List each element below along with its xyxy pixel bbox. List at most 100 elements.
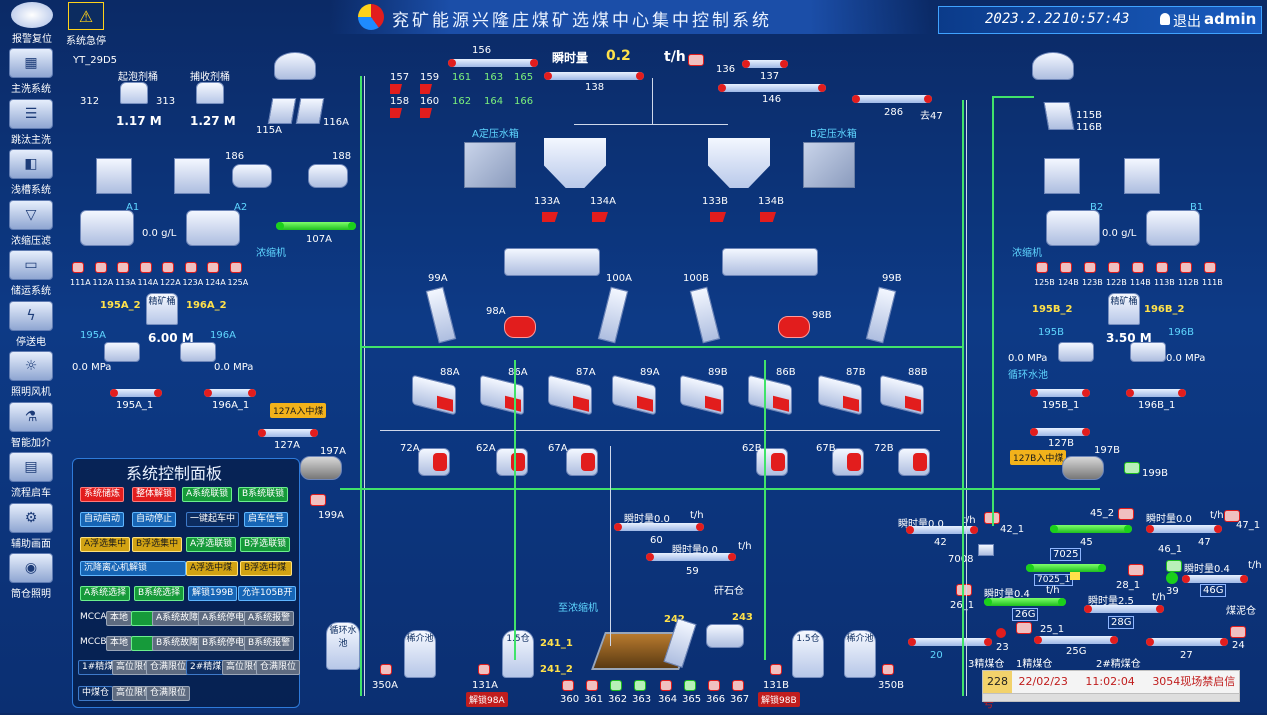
pump-98a[interactable] xyxy=(504,316,536,338)
panel-button[interactable]: B系统选择 xyxy=(134,586,185,601)
panel-button[interactable]: 仓满限位 xyxy=(256,660,301,675)
motor-123B[interactable] xyxy=(1084,262,1096,273)
conveyor-196a1[interactable] xyxy=(204,389,256,397)
conveyor-42[interactable] xyxy=(906,526,978,534)
panel-button[interactable]: A浮选联锁 xyxy=(186,537,237,552)
gate-7008[interactable] xyxy=(978,544,994,556)
panel-button[interactable]: A系统选择 xyxy=(80,586,131,601)
centrifuge-62b[interactable] xyxy=(756,448,788,476)
separator-186[interactable] xyxy=(232,164,272,188)
alarm-reset-button[interactable]: 报警复位 xyxy=(8,2,56,45)
tag-127b[interactable]: 127B入中煤 xyxy=(1010,450,1067,465)
motor-46-1-a[interactable] xyxy=(1128,564,1144,576)
pump-196a[interactable] xyxy=(180,342,216,362)
pump-98b[interactable] xyxy=(778,316,810,338)
pump-motor[interactable] xyxy=(478,664,490,675)
motor-125B[interactable] xyxy=(1036,262,1048,273)
filter-press-a2[interactable] xyxy=(186,210,240,246)
motor-113B[interactable] xyxy=(1156,262,1168,273)
jig-b[interactable] xyxy=(722,248,818,276)
valve-39[interactable] xyxy=(1166,572,1178,584)
conveyor-195b1[interactable] xyxy=(1030,389,1090,397)
panel-button[interactable]: B浮选中煤 xyxy=(240,561,292,576)
conveyor-59[interactable] xyxy=(646,553,736,561)
conveyor-7025[interactable] xyxy=(1026,564,1106,572)
sidebar-item-jig[interactable]: ☰跳汰主洗 xyxy=(4,98,58,146)
unlock-98a-button[interactable]: 解锁98A xyxy=(466,692,508,707)
valve-23[interactable] xyxy=(996,628,1006,638)
gate-160[interactable] xyxy=(420,108,432,118)
motor-112B[interactable] xyxy=(1180,262,1192,273)
motor-46-1[interactable] xyxy=(1166,560,1182,572)
motor-112A[interactable] xyxy=(94,262,107,273)
panel-button[interactable]: A系统故障 xyxy=(152,611,203,626)
panel-button[interactable]: B系统故障 xyxy=(152,636,203,651)
panel-button[interactable]: B系统报警 xyxy=(244,636,295,651)
belt-filter-242[interactable] xyxy=(663,618,697,668)
filter-press-a1[interactable] xyxy=(80,210,134,246)
sidebar-item-silo-light[interactable]: ◉筒仓照明 xyxy=(4,553,58,600)
scraper-243[interactable] xyxy=(706,624,744,648)
motor-114B[interactable] xyxy=(1132,262,1144,273)
panel-button[interactable]: 中煤仓 xyxy=(78,686,114,701)
conveyor-146[interactable] xyxy=(718,84,826,92)
flotation-cell-b2[interactable] xyxy=(1044,158,1080,194)
screen-89b[interactable] xyxy=(680,374,724,416)
panel-button[interactable]: 自动启动 xyxy=(80,512,125,527)
panel-button[interactable]: 整体解锁 xyxy=(132,487,177,502)
sidebar-item-shallow-tank[interactable]: ◧浅槽系统 xyxy=(4,149,58,196)
screen-88b[interactable] xyxy=(880,374,924,416)
gate-133a[interactable] xyxy=(542,212,558,222)
crusher-left[interactable] xyxy=(274,52,316,80)
alarm-bar[interactable]: 228 22/02/23 11:02:04 3054现场禁启信号 xyxy=(982,670,1240,710)
pump-196b[interactable] xyxy=(1130,342,1166,362)
motor-363[interactable] xyxy=(634,680,646,691)
sidebar-item-aux[interactable]: ⚙辅助画面 xyxy=(4,502,58,550)
motor-122B[interactable] xyxy=(1108,262,1120,273)
conveyor-138[interactable] xyxy=(544,72,644,80)
conveyor-127a[interactable] xyxy=(258,429,318,437)
panel-button[interactable]: 一键起车中 xyxy=(186,512,240,527)
alarm-scrollbar[interactable] xyxy=(982,693,1240,702)
conveyor-46g[interactable] xyxy=(1182,575,1248,583)
conveyor-47[interactable] xyxy=(1146,525,1222,533)
motor-366[interactable] xyxy=(708,680,720,691)
conveyor-26g[interactable] xyxy=(984,598,1066,606)
conveyor-156[interactable] xyxy=(448,59,538,67)
motor-25-1[interactable] xyxy=(1016,622,1032,634)
sidebar-item-main-wash[interactable]: ▦主洗系统 xyxy=(4,48,58,95)
sidebar-item-start-flow[interactable]: ▤流程启车 xyxy=(4,452,58,499)
crusher-197a[interactable] xyxy=(300,456,342,480)
filter-press-b2[interactable] xyxy=(1046,210,1100,246)
tag-127a[interactable]: 127A入中煤 xyxy=(270,403,327,418)
conveyor-27[interactable] xyxy=(1146,638,1228,646)
panel-button[interactable]: A浮选集中 xyxy=(80,537,131,552)
gate-134a[interactable] xyxy=(592,212,608,222)
bucket-elevator-99b[interactable] xyxy=(865,286,897,344)
sidebar-item-storage[interactable]: ▭储运系统 xyxy=(4,250,58,297)
motor-362[interactable] xyxy=(610,680,622,691)
panel-button[interactable]: 仓满限位 xyxy=(146,660,191,675)
separator-188[interactable] xyxy=(308,164,348,188)
panel-button[interactable]: 允许105B开 xyxy=(238,586,297,601)
motor-365[interactable] xyxy=(684,680,696,691)
centrifuge-67a[interactable] xyxy=(566,448,598,476)
crusher-right[interactable] xyxy=(1032,52,1074,80)
pump-motor[interactable] xyxy=(882,664,894,675)
pump-195a[interactable] xyxy=(104,342,140,362)
gate-157[interactable] xyxy=(390,84,402,94)
centrifuge-72b[interactable] xyxy=(898,448,930,476)
jig-a[interactable] xyxy=(504,248,600,276)
conveyor-195a1[interactable] xyxy=(110,389,162,397)
screen-86a[interactable] xyxy=(480,374,524,416)
motor-364[interactable] xyxy=(660,680,672,691)
conveyor-45[interactable] xyxy=(1050,525,1132,533)
mcca-local-button[interactable]: 本地 xyxy=(106,611,133,626)
panel-button[interactable]: 沉降离心机解锁 xyxy=(80,561,186,576)
feeder-116a[interactable] xyxy=(295,98,325,124)
gate-133b[interactable] xyxy=(710,212,726,222)
logout-button[interactable]: 退出 xyxy=(1173,14,1201,30)
sidebar-item-thickener[interactable]: ▽浓缩压滤 xyxy=(4,199,58,247)
screen-86b[interactable] xyxy=(748,374,792,416)
panel-button[interactable]: 自动停止 xyxy=(132,512,177,527)
